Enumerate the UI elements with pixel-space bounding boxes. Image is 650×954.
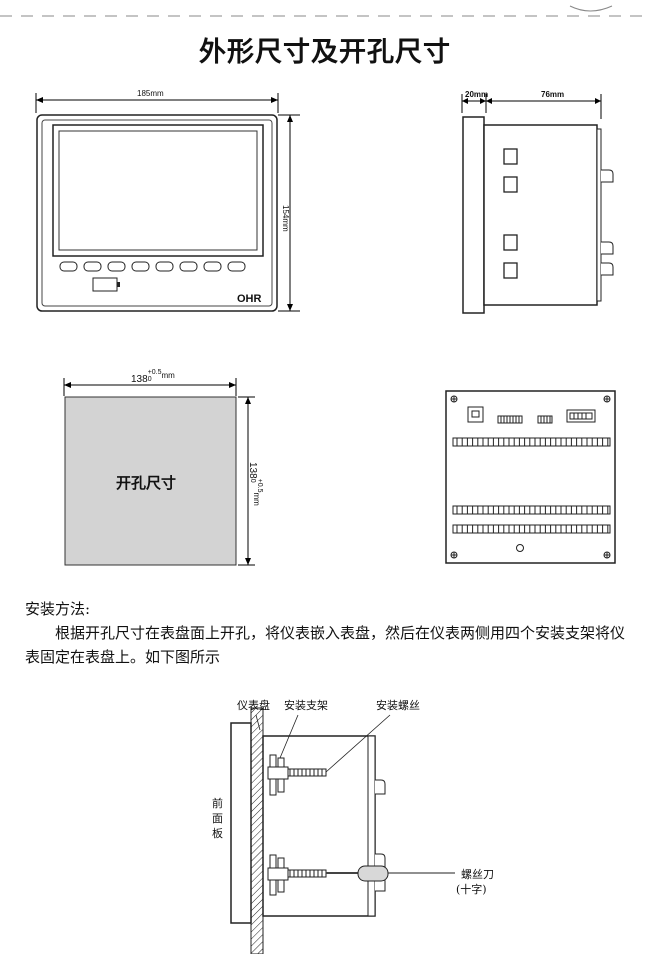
cutout-diagram — [63, 378, 255, 566]
top-dashed-line — [0, 5, 650, 17]
instrument-panel-hatched — [250, 707, 264, 954]
side-body — [483, 124, 598, 306]
front-height-label: 154mm — [281, 205, 290, 232]
front-width-label: 185mm — [137, 89, 164, 98]
install-heading: 安装方法: — [25, 600, 91, 618]
usb-slot — [92, 277, 118, 292]
terminal-strip-1 — [452, 437, 611, 447]
screwdriver — [326, 865, 455, 882]
label-screwdriver: 螺丝刀 — [461, 868, 494, 881]
side-front-depth-label: 20mm — [465, 90, 489, 99]
side-front-bezel — [462, 116, 485, 314]
side-view-diagram — [461, 94, 614, 314]
label-cross: (十字) — [456, 883, 487, 896]
label-front-panel: 前面板 — [212, 797, 223, 840]
cutout-area — [64, 396, 237, 566]
meter-buttons — [59, 261, 246, 272]
label-mounting-bracket: 安装支架 — [284, 699, 328, 712]
front-panel-block — [230, 722, 252, 924]
page-title: 外形尺寸及开孔尺寸 — [199, 37, 451, 68]
meter-screen — [52, 124, 264, 257]
install-diagram — [230, 707, 455, 954]
brand-logo: OHR — [237, 293, 262, 305]
cutout-width-value: 138 — [131, 374, 148, 385]
cutout-width-unit: mm — [161, 371, 175, 380]
terminal-strip-3 — [452, 524, 611, 534]
cutout-height-tol-lower: 0 — [249, 478, 256, 483]
cutout-height-value: 138 — [247, 462, 258, 479]
install-body: 根据开孔尺寸在表盘面上开孔，将仪表嵌入表盘，然后在仪表两侧用四个安装支架将仪表固… — [25, 624, 626, 666]
cutout-width-tol-upper: +0.5 — [147, 369, 162, 376]
label-mounting-screw: 安装螺丝 — [376, 699, 420, 712]
terminal-strip-2 — [452, 505, 611, 515]
bracket-bottom — [267, 854, 327, 896]
cutout-height-unit: mm — [252, 492, 261, 506]
cutout-width-tol-lower: 0 — [147, 376, 152, 383]
front-view-diagram — [35, 93, 300, 312]
cutout-center-text: 开孔尺寸 — [116, 474, 177, 492]
label-instrument-panel: 仪表盘 — [237, 699, 270, 712]
cutout-height-tol-upper: +0.5 — [256, 478, 263, 493]
side-body-depth-label: 76mm — [541, 90, 565, 99]
rear-view-diagram — [445, 390, 616, 564]
bracket-top — [267, 754, 327, 796]
